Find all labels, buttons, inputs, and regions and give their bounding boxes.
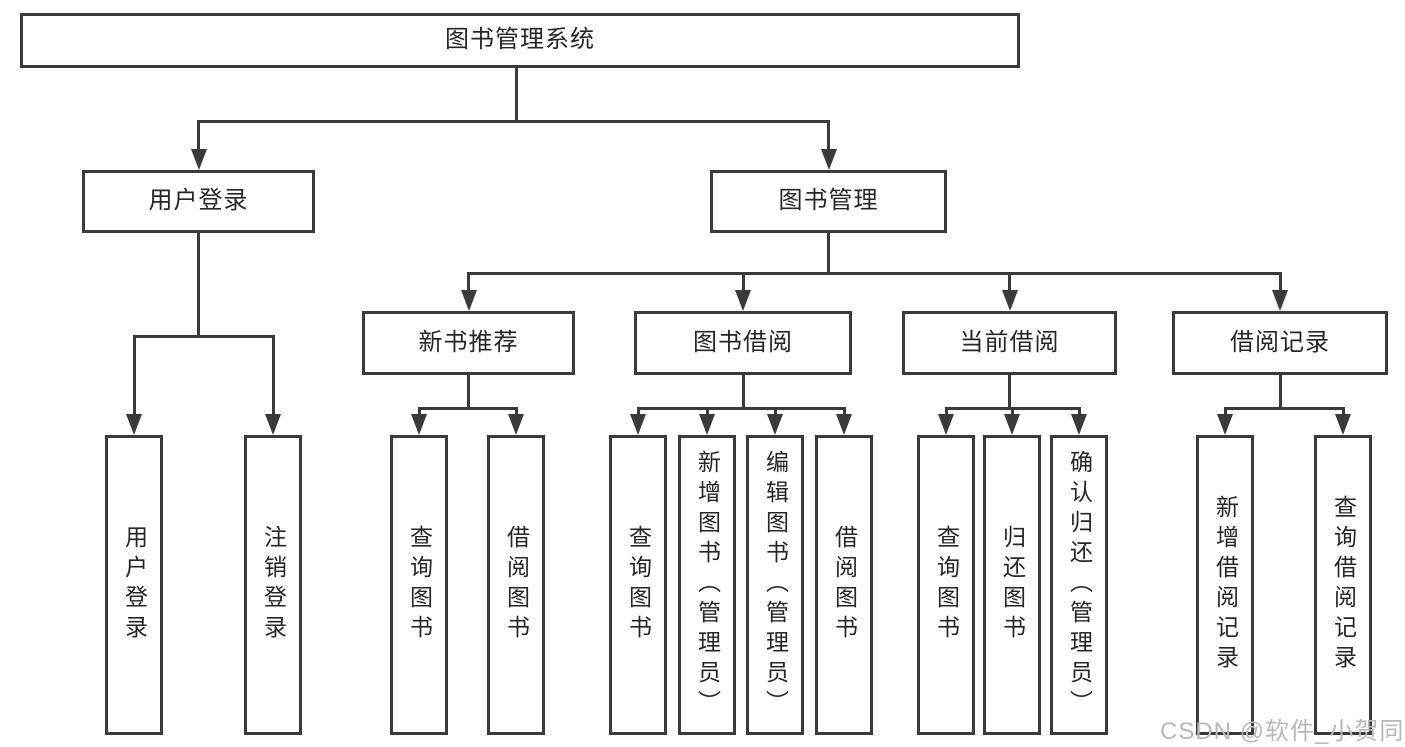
connector-vline bbox=[1008, 375, 1011, 408]
node-new-book-recommend: 新书推荐 bbox=[362, 311, 575, 375]
arrowhead-down-icon bbox=[1071, 414, 1087, 435]
connector-vline bbox=[827, 120, 830, 152]
node-book-management: 图书管理 bbox=[710, 170, 947, 233]
arrowhead-down-icon bbox=[735, 290, 751, 311]
connector-vline bbox=[944, 407, 948, 418]
connector-vline bbox=[467, 375, 470, 408]
connector-vline bbox=[417, 407, 421, 418]
connector-vline bbox=[271, 335, 275, 419]
arrowhead-down-icon bbox=[1272, 290, 1288, 311]
arrowhead-down-icon bbox=[265, 414, 281, 435]
arrowhead-down-icon bbox=[190, 149, 207, 170]
connector-vline bbox=[515, 68, 518, 121]
leaf-user-login: 用户登录 bbox=[105, 435, 163, 735]
arrowhead-down-icon bbox=[1335, 414, 1351, 435]
arrowhead-down-icon bbox=[1001, 290, 1018, 311]
leaf-add-books-admin: 新增图书（管理员） bbox=[678, 435, 736, 735]
connector-vline bbox=[773, 407, 777, 418]
connector-hline bbox=[132, 335, 275, 338]
leaf-borrow-books-newbooks: 借阅图书 bbox=[487, 435, 545, 735]
node-user-login: 用户登录 bbox=[82, 170, 315, 233]
leaf-return-books: 归还图书 bbox=[983, 435, 1041, 735]
connector-vline bbox=[741, 375, 745, 408]
connector-vline bbox=[827, 233, 830, 273]
leaf-query-books-current: 查询图书 bbox=[917, 435, 975, 735]
arrowhead-down-icon bbox=[411, 414, 427, 435]
csdn-watermark: CSDN @软件_小贺同学 bbox=[1160, 718, 1405, 745]
connector-vline bbox=[1341, 407, 1345, 418]
connector-vline bbox=[514, 407, 518, 418]
connector-vline bbox=[467, 272, 470, 293]
connector-hline bbox=[944, 407, 1081, 410]
arrowhead-down-icon bbox=[820, 149, 837, 170]
connector-vline bbox=[1077, 407, 1081, 418]
connector-vline bbox=[1008, 272, 1011, 293]
connector-hline bbox=[636, 407, 846, 410]
leaf-query-books-newbooks: 查询图书 bbox=[390, 435, 448, 735]
leaf-edit-books-admin: 编辑图书（管理员） bbox=[746, 435, 804, 735]
arrowhead-down-icon bbox=[126, 414, 142, 435]
leaf-logout: 注销登录 bbox=[244, 435, 302, 735]
arrowhead-down-icon bbox=[938, 414, 954, 435]
arrowhead-down-icon bbox=[1217, 414, 1233, 435]
connector-vline bbox=[1278, 375, 1282, 408]
connector-hline bbox=[467, 272, 1282, 275]
arrowhead-down-icon bbox=[508, 414, 524, 435]
leaf-query-books-borrowing: 查询图书 bbox=[609, 435, 667, 735]
leaf-query-borrow-record: 查询借阅记录 bbox=[1314, 435, 1372, 735]
connector-vline bbox=[636, 407, 640, 418]
node-current-borrowing: 当前借阅 bbox=[902, 311, 1117, 375]
leaf-confirm-return-admin: 确认归还（管理员） bbox=[1050, 435, 1108, 735]
connector-vline bbox=[197, 120, 200, 152]
connector-vline bbox=[1278, 272, 1282, 293]
connector-vline bbox=[705, 407, 709, 418]
connector-hline bbox=[197, 120, 830, 123]
connector-vline bbox=[842, 407, 846, 418]
arrowhead-down-icon bbox=[836, 414, 852, 435]
node-library-management-system: 图书管理系统 bbox=[20, 13, 1020, 68]
leaf-add-borrow-record: 新增借阅记录 bbox=[1196, 435, 1254, 735]
arrowhead-down-icon bbox=[699, 414, 715, 435]
connector-vline bbox=[1223, 407, 1227, 418]
arrowhead-down-icon bbox=[1004, 414, 1020, 435]
connector-vline bbox=[197, 233, 200, 336]
arrowhead-down-icon bbox=[630, 414, 646, 435]
leaf-borrow-books-borrowing: 借阅图书 bbox=[815, 435, 873, 735]
node-borrowing-records: 借阅记录 bbox=[1172, 311, 1388, 375]
connector-vline bbox=[741, 272, 745, 293]
connector-vline bbox=[1010, 407, 1014, 418]
arrowhead-down-icon bbox=[460, 290, 477, 311]
connector-hline bbox=[417, 407, 518, 410]
arrowhead-down-icon bbox=[767, 414, 783, 435]
node-book-borrowing: 图书借阅 bbox=[634, 311, 852, 375]
connector-hline bbox=[1223, 407, 1345, 410]
connector-vline bbox=[132, 335, 136, 419]
